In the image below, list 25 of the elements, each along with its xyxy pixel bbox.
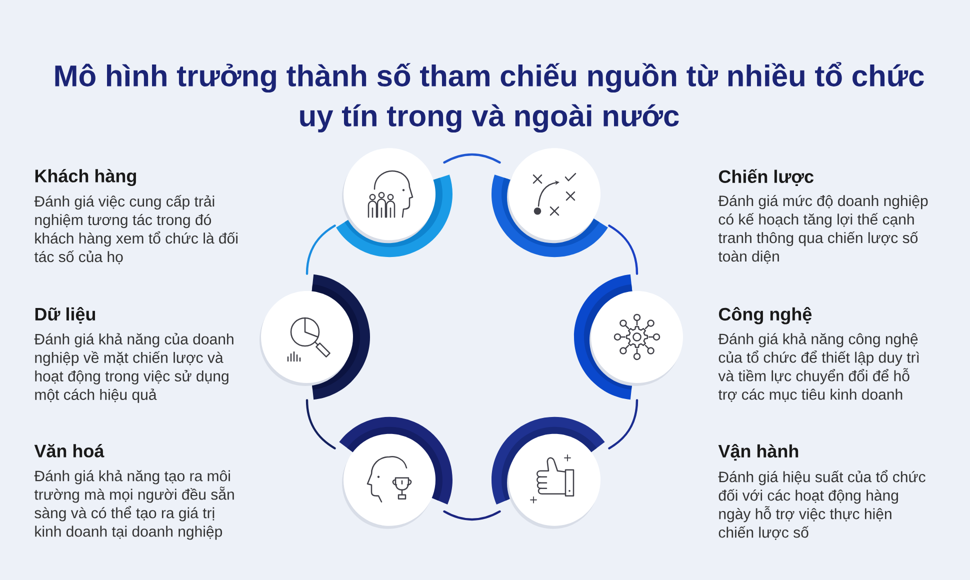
icon-circle — [492, 148, 608, 258]
heading: Khách hàng — [35, 168, 136, 186]
connector-arc — [443, 510, 501, 521]
icon-circle — [260, 274, 370, 400]
description: Đánh giá khả năng công nghệ của tổ chức để thiết lập duy trì và tiềm lực chuyển đổi để hỗ trợ các mục tiêu kinh doanh — [718, 332, 919, 402]
connector-arc — [608, 224, 638, 275]
description: Đánh giá khả năng của doanh nghiệp về mặt chiến lược và hoạt động trong việc sử dụng một cách hiệu quả — [34, 332, 234, 403]
connector-arc — [306, 224, 336, 275]
connector-arc — [608, 399, 638, 450]
heading: Chiến lược — [718, 169, 814, 186]
heading: Dữ liệu — [35, 306, 96, 324]
description: Đánh giá mức độ doanh nghiệp có kế hoạch tăng lợi thế cạnh tranh thông qua chiến lược số toàn diện — [718, 195, 928, 264]
connector-arc — [306, 399, 336, 450]
icon-circle — [339, 416, 453, 529]
icon-circle — [336, 148, 452, 258]
heading: Công nghệ — [718, 306, 812, 324]
connector-arc — [443, 153, 501, 164]
title: Mô hình trưởng thành số tham chiếu nguồn từ nhiều tổ chức uy tín trong và ngoài nước — [55, 62, 924, 133]
icon-circle — [492, 416, 605, 529]
description: Đánh giá việc cung cấp trải nghiệm tương tác trong đó khách hàng xem tổ chức là đối tác số của họ — [34, 195, 238, 264]
description: Đánh giá hiệu suất của tổ chức đối với các hoạt động hàng ngày hỗ trợ việc thực hiện chiến lược số — [718, 470, 926, 540]
heading: Vận hành — [718, 444, 798, 461]
icon-circle — [574, 274, 683, 400]
description: Đánh giá khả năng tạo ra môi trường mà mọi người đều sẵn sàng và có thể tạo ra giá trị kinh doanh tại doanh nghiệp — [34, 470, 234, 540]
heading: Văn hoá — [34, 444, 104, 458]
